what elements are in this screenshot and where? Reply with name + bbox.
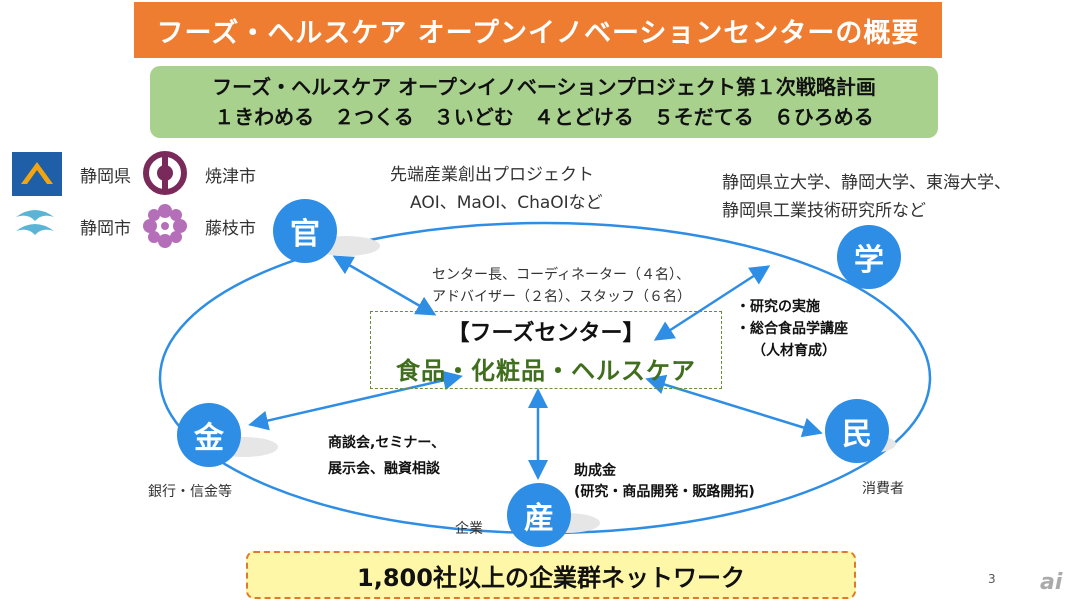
- gov-projects-line2: AOI、MaOI、ChaOIなど: [410, 193, 603, 213]
- node-private: 民: [826, 400, 888, 462]
- research-line1: ・研究の実施: [736, 299, 820, 315]
- staff-line1: センター長、コーディネーター（４名）、: [432, 267, 691, 283]
- finance-support-line2: 展示会、融資相談: [328, 461, 440, 477]
- subsidy-line2: (研究・商品開発・販路開拓): [574, 484, 755, 500]
- brand-logo: ai: [1040, 570, 1063, 595]
- research-line3: （人材育成）: [752, 343, 836, 359]
- arrow-gov-center: [332, 255, 437, 316]
- staff-line2: アドバイザー（２名）、スタッフ（６名）: [432, 289, 691, 305]
- subsidy-line1: 助成金: [574, 463, 616, 479]
- node-gov: 官: [274, 200, 336, 262]
- shizuoka-pref-label: 静岡県: [80, 167, 131, 187]
- plan-steps: １きわめる ２つくる ３いどむ ４とどける ５そだてる ６ひろめる: [214, 105, 874, 129]
- yaizu-logo-icon: [142, 150, 188, 200]
- foods-center-box: 【フーズセンター】 食品・化粧品・ヘルスケア: [370, 311, 722, 389]
- research-line2: ・総合食品学講座: [736, 321, 848, 337]
- finance-support-line1: 商談会,セミナー、: [328, 435, 446, 451]
- company-network-box: 1,800社以上の企業群ネットワーク: [246, 551, 856, 599]
- fujieda-logo-icon: [142, 203, 188, 253]
- arrow-finance-center: [248, 370, 463, 431]
- consumer-label: 消費者: [862, 481, 904, 497]
- arrow-academia-center: [653, 265, 771, 341]
- company-label: 企業: [455, 521, 483, 537]
- node-academia: 学: [838, 226, 900, 288]
- plan-title: フーズ・ヘルスケア オープンイノベーションプロジェクト第１次戦略計画: [212, 75, 876, 99]
- node-industry: 産: [508, 484, 570, 546]
- shizuoka-pref-logo-icon: [12, 152, 62, 196]
- gov-projects-line1: 先端産業創出プロジェクト: [390, 165, 594, 185]
- strategic-plan-box: フーズ・ヘルスケア オープンイノベーションプロジェクト第１次戦略計画 １きわめる…: [150, 66, 938, 138]
- universities-line2: 静岡県工業技術研究所など: [722, 201, 926, 221]
- universities-line1: 静岡県立大学、静岡大学、東海大学、: [722, 173, 1011, 193]
- shizuoka-city-logo-icon: [12, 203, 58, 249]
- page-title: フーズ・ヘルスケア オープンイノベーションセンターの概要: [134, 2, 942, 58]
- center-title: 【フーズセンター】: [447, 320, 645, 346]
- center-subtitle: 食品・化粧品・ヘルスケア: [396, 356, 696, 385]
- page-number: 3: [988, 572, 996, 586]
- yaizu-label: 焼津市: [205, 167, 256, 187]
- fujieda-label: 藤枝市: [205, 219, 256, 239]
- node-finance: 金: [178, 404, 240, 466]
- shizuoka-city-label: 静岡市: [80, 219, 131, 239]
- finance-label: 銀行・信金等: [148, 484, 232, 500]
